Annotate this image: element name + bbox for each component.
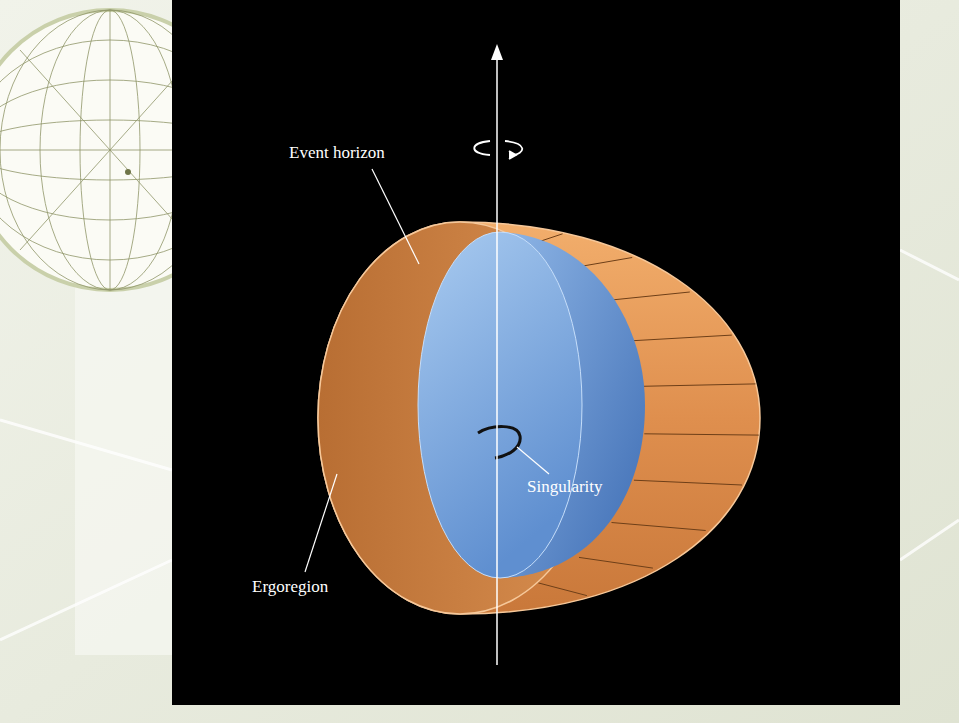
part-label: Ergoregion [252, 577, 328, 597]
rotation-axis [491, 44, 503, 665]
ring-singularity [478, 427, 520, 458]
leader-lines [305, 169, 549, 572]
part-label: Singularity [527, 477, 603, 497]
part-label: Event horizon [289, 143, 385, 163]
black-panel [172, 0, 900, 705]
ergoregion-shell [318, 222, 760, 614]
rotation-arrow [474, 141, 522, 159]
event-horizon-face [418, 232, 582, 578]
globe-wireframe [0, 10, 172, 290]
